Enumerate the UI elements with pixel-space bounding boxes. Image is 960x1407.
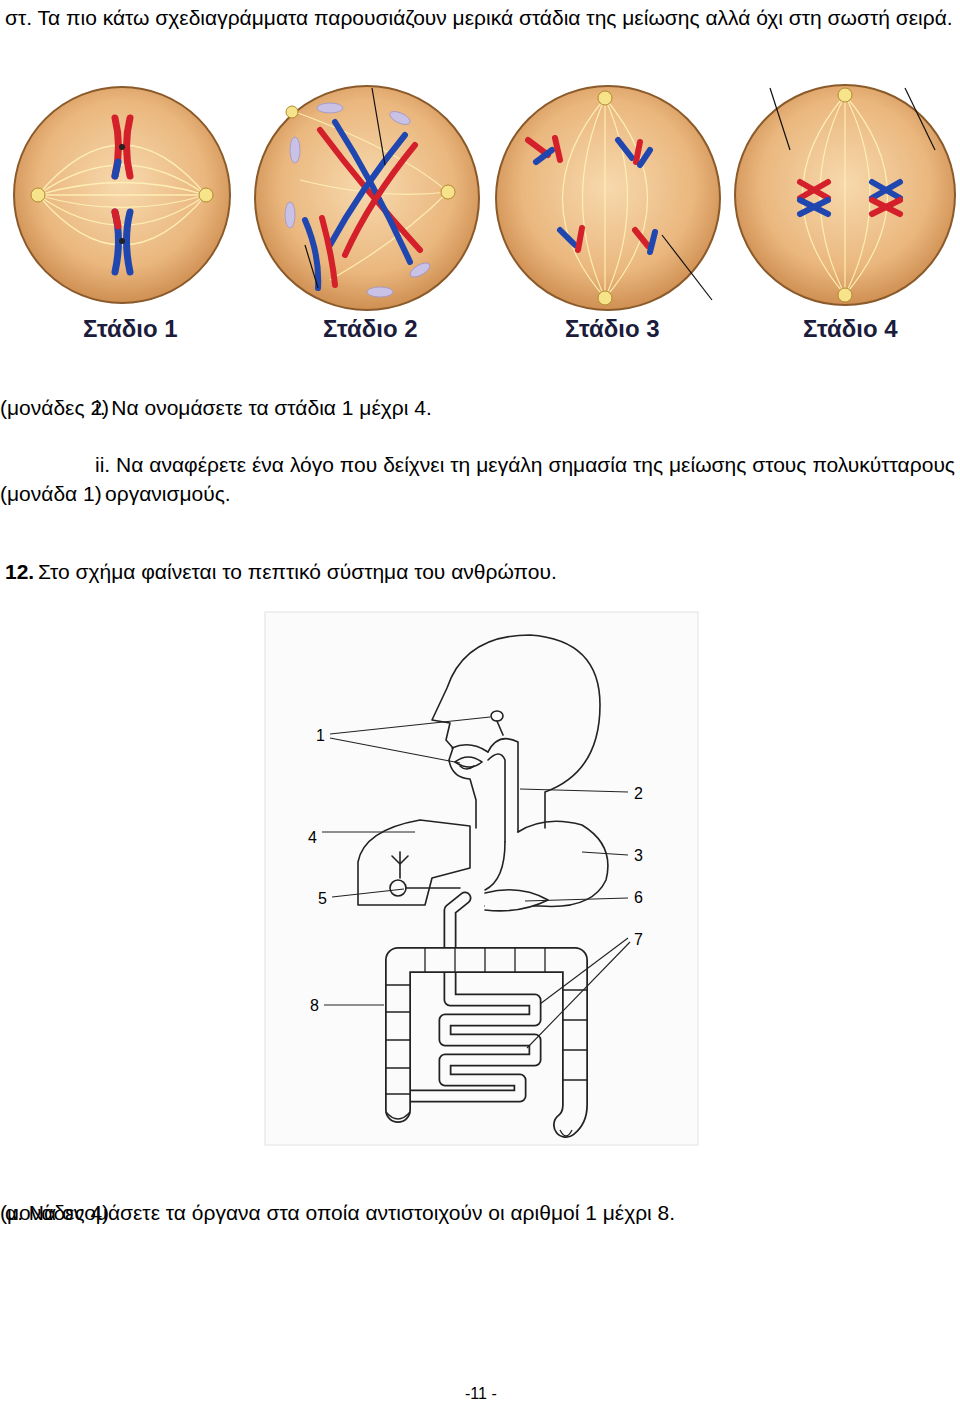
callout-number: 2	[634, 784, 643, 804]
callout-number: 4	[308, 828, 317, 848]
stage-label: Στάδιο 2	[323, 314, 418, 344]
marks-note: (μονάδα 1)	[0, 479, 955, 508]
stage-label: Στάδιο 3	[565, 314, 660, 344]
question-text: στ. Τα πιο κάτω σχεδιαγράμματα παρουσιάζ…	[5, 3, 955, 33]
stage-label: Στάδιο 1	[83, 314, 178, 344]
question-text: i. Να ονομάσετε τα στάδια 1 μέχρι 4.	[95, 394, 432, 422]
marks-note: (μονάδες 4)	[0, 1199, 955, 1227]
digestive-system	[265, 612, 698, 1145]
callout-number: 6	[634, 888, 643, 908]
callout-number: 7	[634, 930, 643, 950]
callout-number: 8	[310, 996, 319, 1016]
meiosis-cells	[14, 85, 955, 310]
question-number: 12.	[5, 558, 34, 586]
stage-label: Στάδιο 4	[803, 314, 898, 344]
question-text: ii. Να αναφέρετε ένα λόγο που δείχνει τη…	[95, 450, 955, 508]
callout-number: 3	[634, 846, 643, 866]
callout-number: 5	[318, 889, 327, 909]
question-text: Στο σχήμα φαίνεται το πεπτικό σύστημα το…	[38, 558, 557, 586]
page-number: -11 -	[465, 1384, 497, 1404]
callout-number: 1	[316, 726, 325, 746]
marks-note: (μονάδες 2)	[0, 394, 955, 422]
